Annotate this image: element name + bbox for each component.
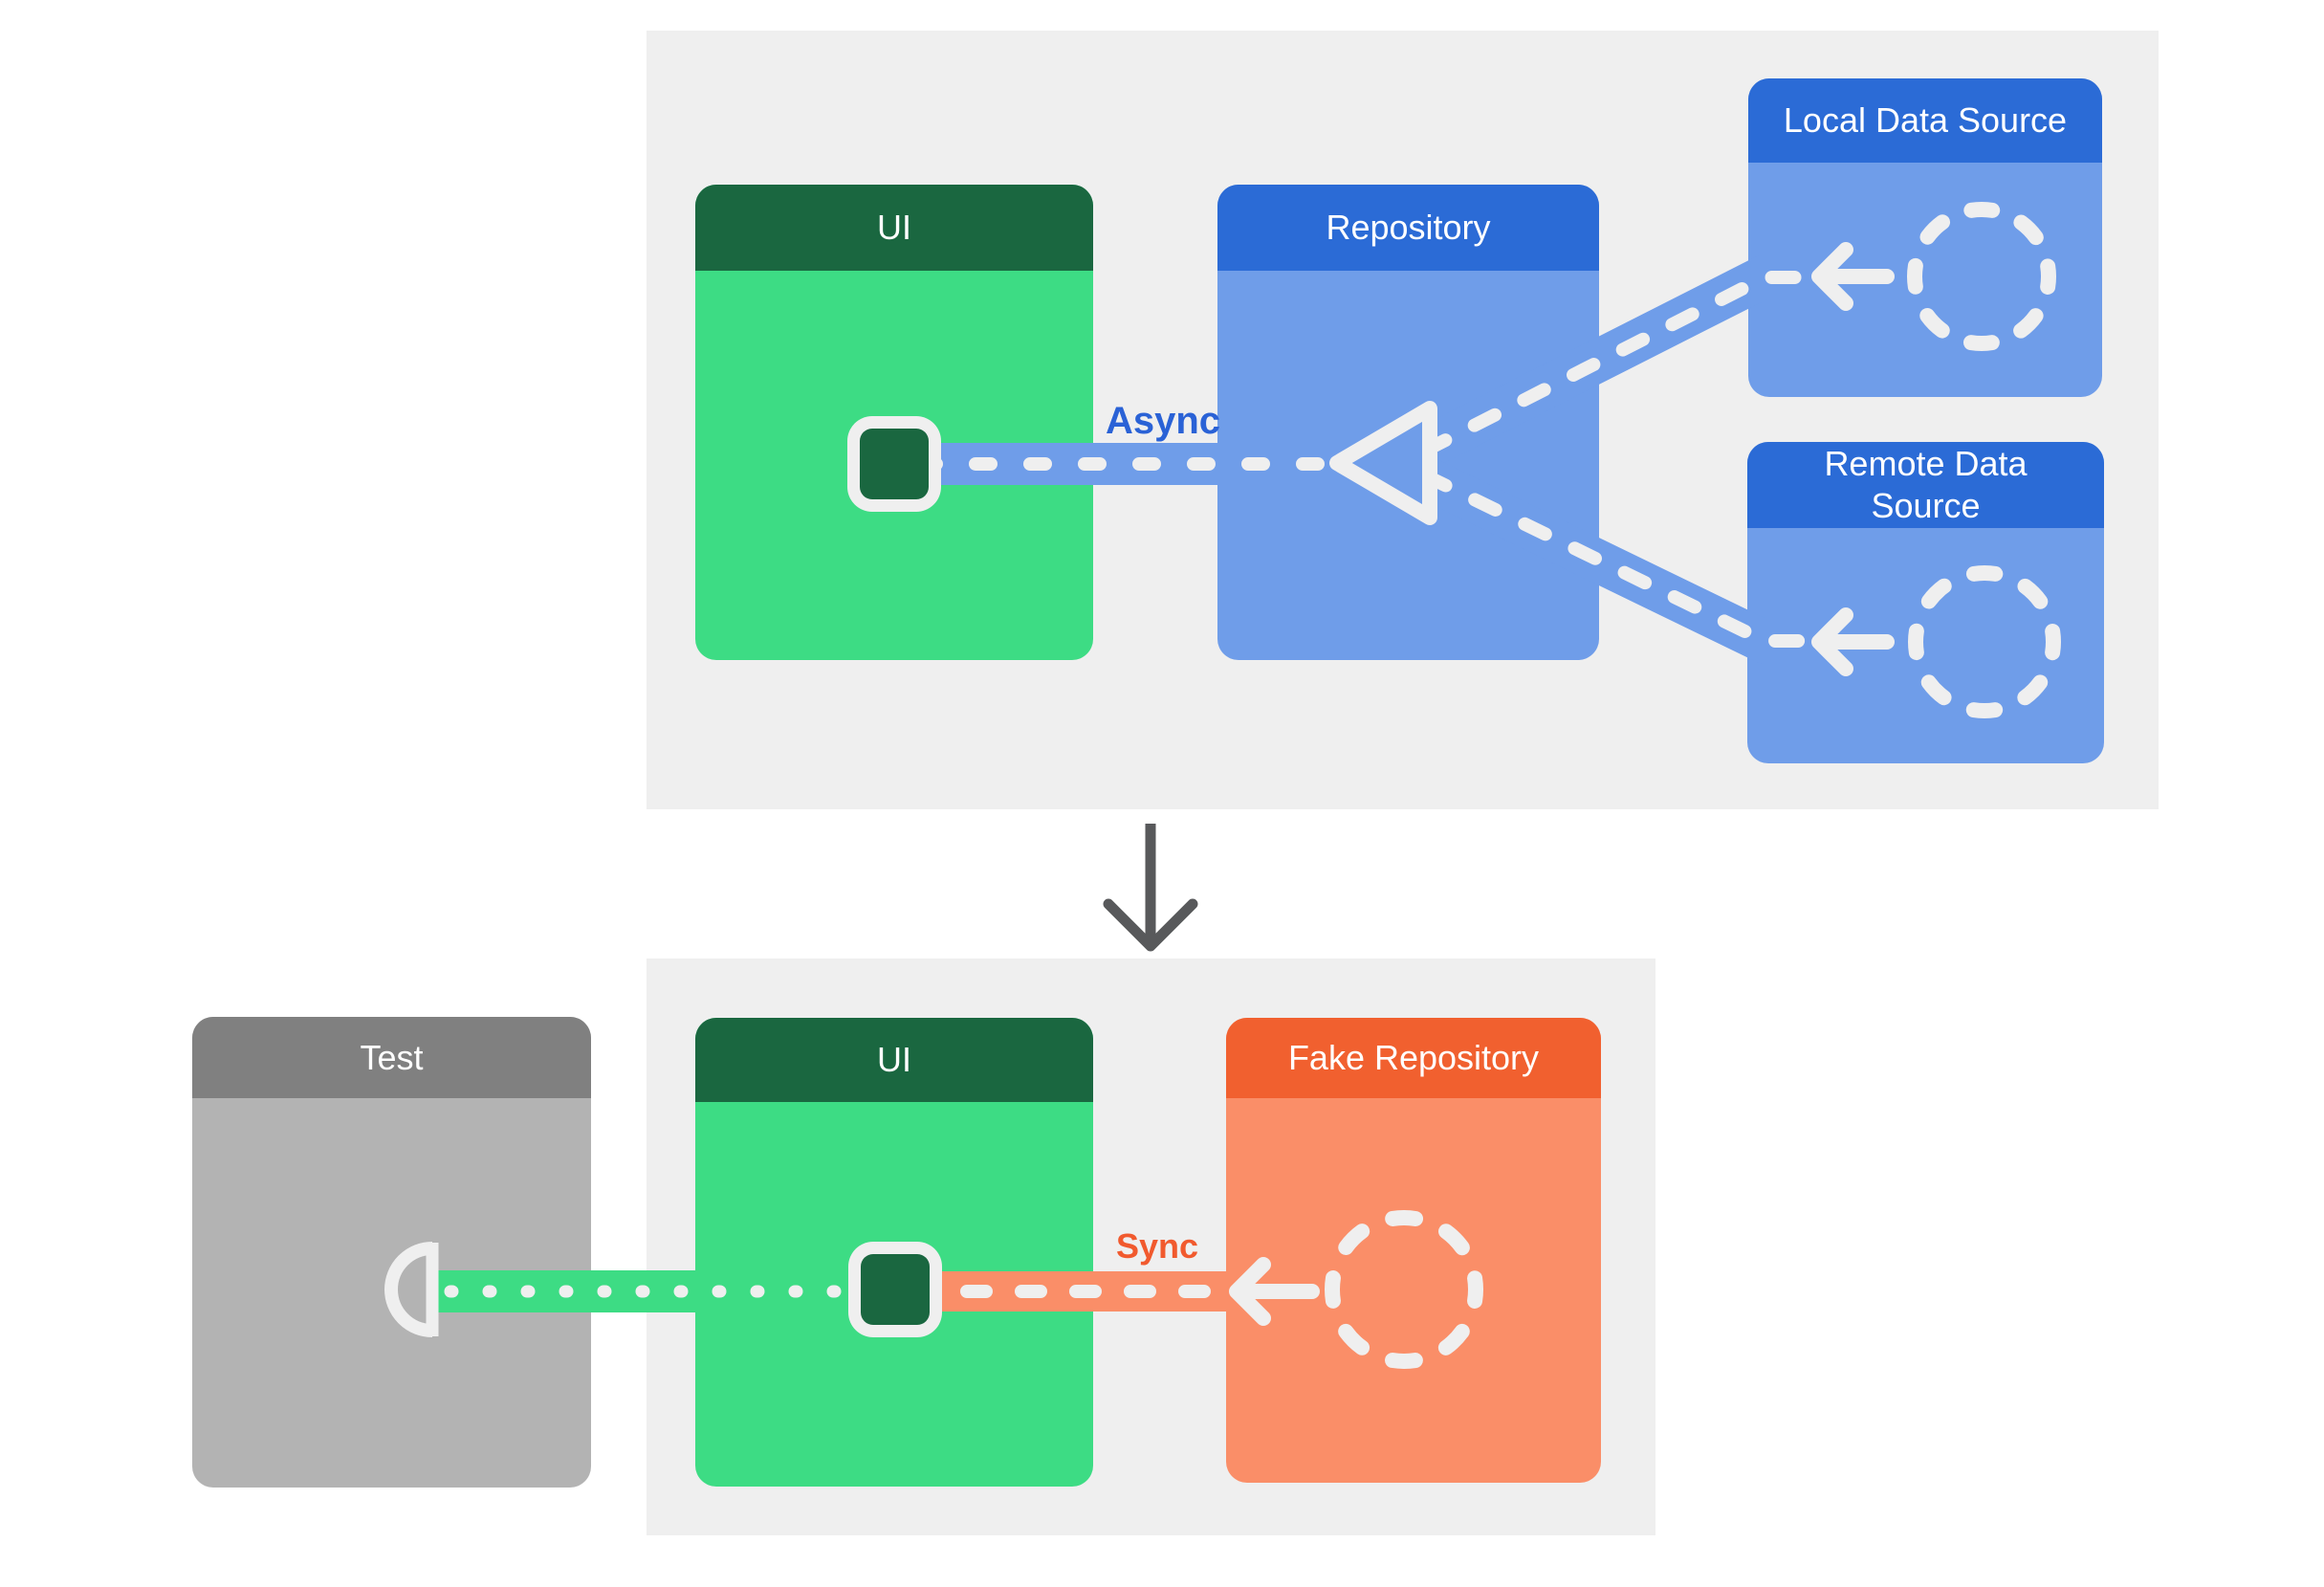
card-title: Remote Data Source [1824, 444, 2028, 525]
panel-down-arrow-icon [1103, 824, 1198, 952]
ui-state-chip-bottom [848, 1242, 942, 1337]
remote-left-arrow-icon [1811, 607, 1895, 676]
async-flow-band [914, 443, 1422, 485]
card-ui-production: UI [695, 185, 1093, 660]
card-title: UI [877, 208, 911, 247]
card-test: Test [192, 1017, 591, 1488]
local-data-circle-icon [1907, 202, 2056, 351]
observer-triangle-icon [1329, 401, 1437, 525]
local-left-arrow-icon [1811, 242, 1895, 311]
test-socket-icon [384, 1242, 439, 1337]
test-flow-band [432, 1270, 863, 1312]
card-title: Fake Repository [1287, 1038, 1540, 1077]
fake-data-circle-icon [1325, 1210, 1483, 1369]
ui-state-square-icon [860, 429, 929, 499]
card-ui-production-header: UI [695, 185, 1093, 271]
card-ui-test-header: UI [695, 1018, 1093, 1102]
card-title: Local Data Source [1783, 100, 2068, 140]
card-fake-repository: Fake Repository [1226, 1018, 1601, 1483]
ui-state-chip-top [847, 416, 941, 512]
card-fake-repository-header: Fake Repository [1226, 1018, 1601, 1098]
card-test-header: Test [192, 1017, 591, 1098]
async-label: Async [1105, 400, 1221, 442]
card-local-data-source-header: Local Data Source [1748, 78, 2102, 163]
card-title: Test [360, 1037, 424, 1077]
fake-repo-left-arrow-icon [1229, 1257, 1320, 1326]
card-title: UI [877, 1040, 911, 1079]
card-remote-data-source-header: Remote Data Source [1747, 442, 2104, 528]
remote-data-circle-icon [1908, 565, 2061, 718]
card-title: Repository [1326, 208, 1491, 247]
ui-state-square-icon [861, 1254, 930, 1325]
card-repository-header: Repository [1217, 185, 1599, 271]
sync-label: Sync [1115, 1226, 1199, 1266]
